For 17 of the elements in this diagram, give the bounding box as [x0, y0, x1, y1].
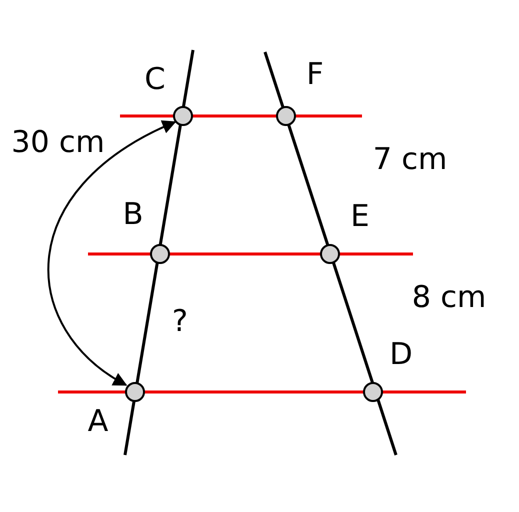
point-marker [150, 244, 170, 264]
point-label: A [88, 407, 108, 437]
point-label: C [144, 65, 166, 95]
point-marker [173, 106, 193, 126]
measure-label: 7 cm [372, 145, 448, 175]
point-marker [363, 382, 383, 402]
measure-label: ? [172, 307, 188, 337]
edge-label: 30 cm [11, 128, 105, 158]
measure-label: 8 cm [412, 283, 486, 313]
point-marker [320, 244, 340, 264]
point-marker [276, 106, 296, 126]
point-label: F [306, 60, 324, 90]
point-label: E [350, 202, 370, 232]
curved-arrow [48, 121, 176, 386]
point-label: D [389, 340, 413, 370]
point-label: B [122, 200, 144, 230]
point-marker [125, 382, 145, 402]
